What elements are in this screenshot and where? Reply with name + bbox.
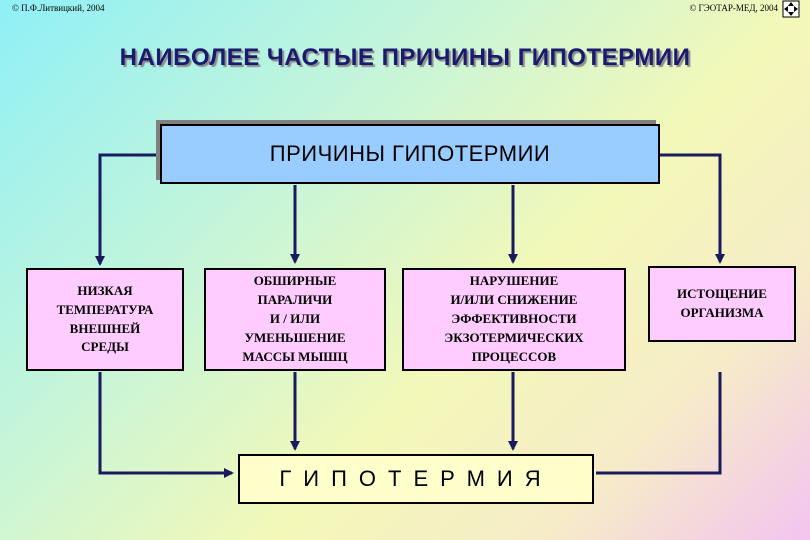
cause-box-paralysis: ОБШИРНЫЕ ПАРАЛИЧИ И / ИЛИ УМЕНЬШЕНИЕ МАС…: [204, 268, 386, 371]
cause-box-low-temperature: НИЗКАЯ ТЕМПЕРАТУРА ВНЕШНЕЙ СРЕДЫ: [26, 268, 184, 371]
causes-header-box: ПРИЧИНЫ ГИПОТЕРМИИ: [160, 124, 660, 184]
navigation-icon[interactable]: [782, 0, 800, 18]
cause-box-exhaustion: ИСТОЩЕНИЕ ОРГАНИЗМА: [648, 266, 796, 342]
line-cause-4-to-result: [596, 372, 722, 475]
arrow-to-cause-1: [95, 153, 160, 266]
arrow-cause-1-to-result: [98, 372, 234, 478]
arrow-to-cause-4: [660, 153, 725, 264]
copyright-right: © ГЭОТАР-МЕД, 2004: [689, 3, 778, 13]
copyright-left: © П.Ф.Литвицкий, 2004: [12, 3, 105, 13]
page-title: НАИБОЛЕЕ ЧАСТЫЕ ПРИЧИНЫ ГИПОТЕРМИИ: [119, 44, 691, 71]
result-box-hypothermia: ГИПОТЕРМИЯ: [238, 454, 594, 504]
cause-box-exothermic-processes: НАРУШЕНИЕ И/ИЛИ СНИЖЕНИЕ ЭФФЕКТИВНОСТИ Э…: [402, 268, 626, 371]
